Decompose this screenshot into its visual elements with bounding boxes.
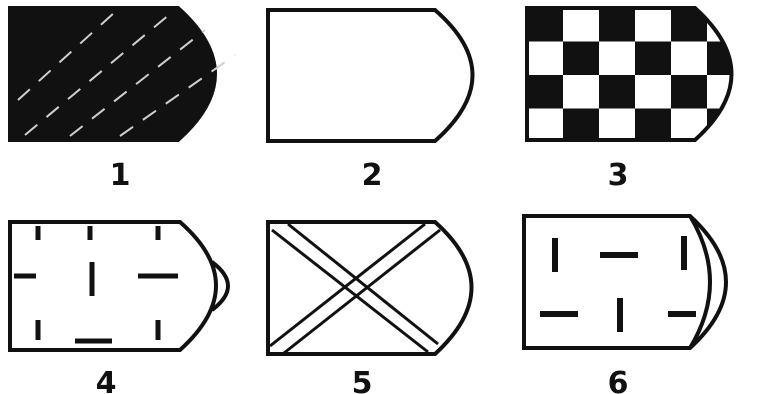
figure-5 xyxy=(268,222,472,354)
figure-2-label: 2 xyxy=(362,158,383,193)
figure-5-label: 5 xyxy=(352,366,373,394)
checker-cell xyxy=(563,42,599,76)
figure-1-shape xyxy=(10,8,215,140)
figure-4 xyxy=(10,222,228,350)
figure-6-shape xyxy=(524,216,726,348)
checker-cell xyxy=(743,75,758,109)
checker-cell xyxy=(563,109,599,143)
figure-6 xyxy=(524,216,726,348)
figure-3 xyxy=(527,8,758,142)
figure-3-label: 3 xyxy=(608,158,629,193)
figure-4-label: 4 xyxy=(96,366,117,394)
checker-cell xyxy=(671,75,707,109)
figure-2-shape xyxy=(268,10,473,141)
checker-cell xyxy=(743,8,758,42)
checker-cell xyxy=(635,109,671,143)
checker-cell xyxy=(527,75,563,109)
checker-cell xyxy=(635,42,671,76)
figure-6-label: 6 xyxy=(608,366,629,394)
figure-2 xyxy=(268,10,473,141)
checker-cell xyxy=(707,109,743,143)
checker-cell xyxy=(599,75,635,109)
checker-cell xyxy=(599,8,635,42)
figure-1 xyxy=(10,8,235,140)
checker-cell xyxy=(527,8,563,42)
figure-1-label: 1 xyxy=(110,158,131,193)
figure-3-checker xyxy=(527,8,758,142)
figure-4-shape xyxy=(10,222,216,350)
